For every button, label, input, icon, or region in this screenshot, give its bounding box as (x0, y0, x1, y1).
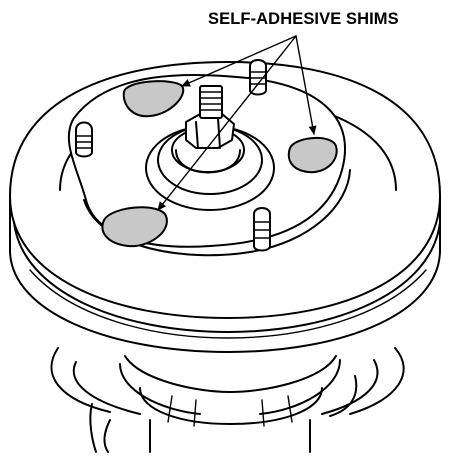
shim-top (122, 80, 185, 118)
callout-arrows (157, 35, 317, 211)
shim-left (101, 206, 168, 248)
shim-right (287, 137, 338, 174)
stud-top (249, 59, 267, 96)
stud-left (75, 121, 93, 158)
stud-bottom (253, 207, 271, 252)
coil-spring (50, 347, 405, 453)
shim-callout-label: SELF-ADHESIVE SHIMS (208, 10, 399, 28)
